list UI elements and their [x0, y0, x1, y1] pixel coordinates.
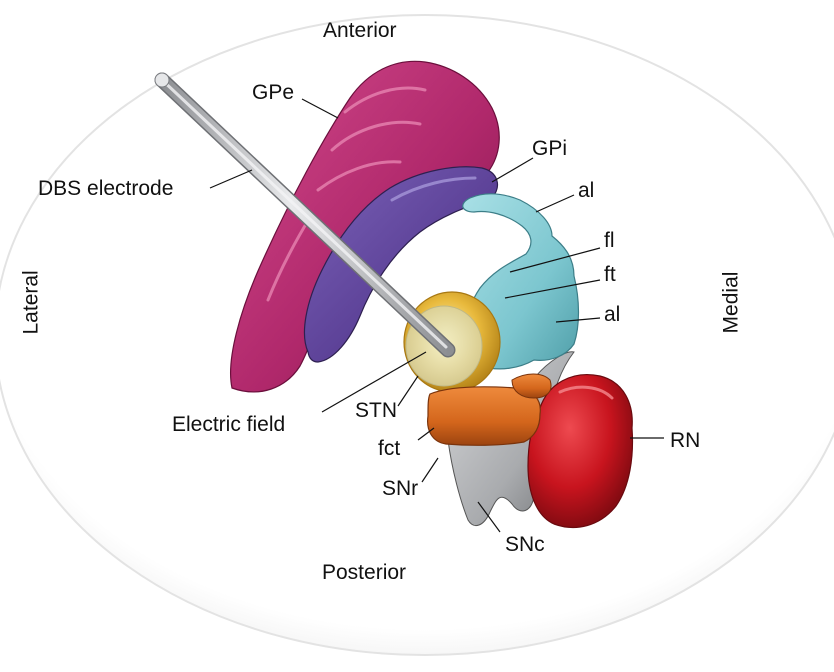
- label-rn: RN: [670, 430, 700, 451]
- label-fl: fl: [604, 230, 615, 251]
- label-stn: STN: [355, 400, 397, 421]
- label-ft: ft: [604, 264, 616, 285]
- label-snc: SNc: [505, 534, 545, 555]
- label-electric-field: Electric field: [172, 414, 285, 435]
- label-dbs-electrode: DBS electrode: [38, 178, 173, 199]
- label-gpi: GPi: [532, 138, 567, 159]
- orientation-label-medial: Medial: [721, 272, 742, 334]
- label-al-lower: al: [604, 304, 620, 325]
- orientation-label-anterior: Anterior: [323, 20, 397, 41]
- orientation-label-lateral: Lateral: [21, 273, 42, 335]
- orientation-label-posterior: Posterior: [322, 562, 406, 583]
- label-gpe: GPe: [252, 82, 294, 103]
- label-fct: fct: [378, 438, 400, 459]
- label-al-upper: al: [578, 180, 594, 201]
- label-snr: SNr: [382, 478, 418, 499]
